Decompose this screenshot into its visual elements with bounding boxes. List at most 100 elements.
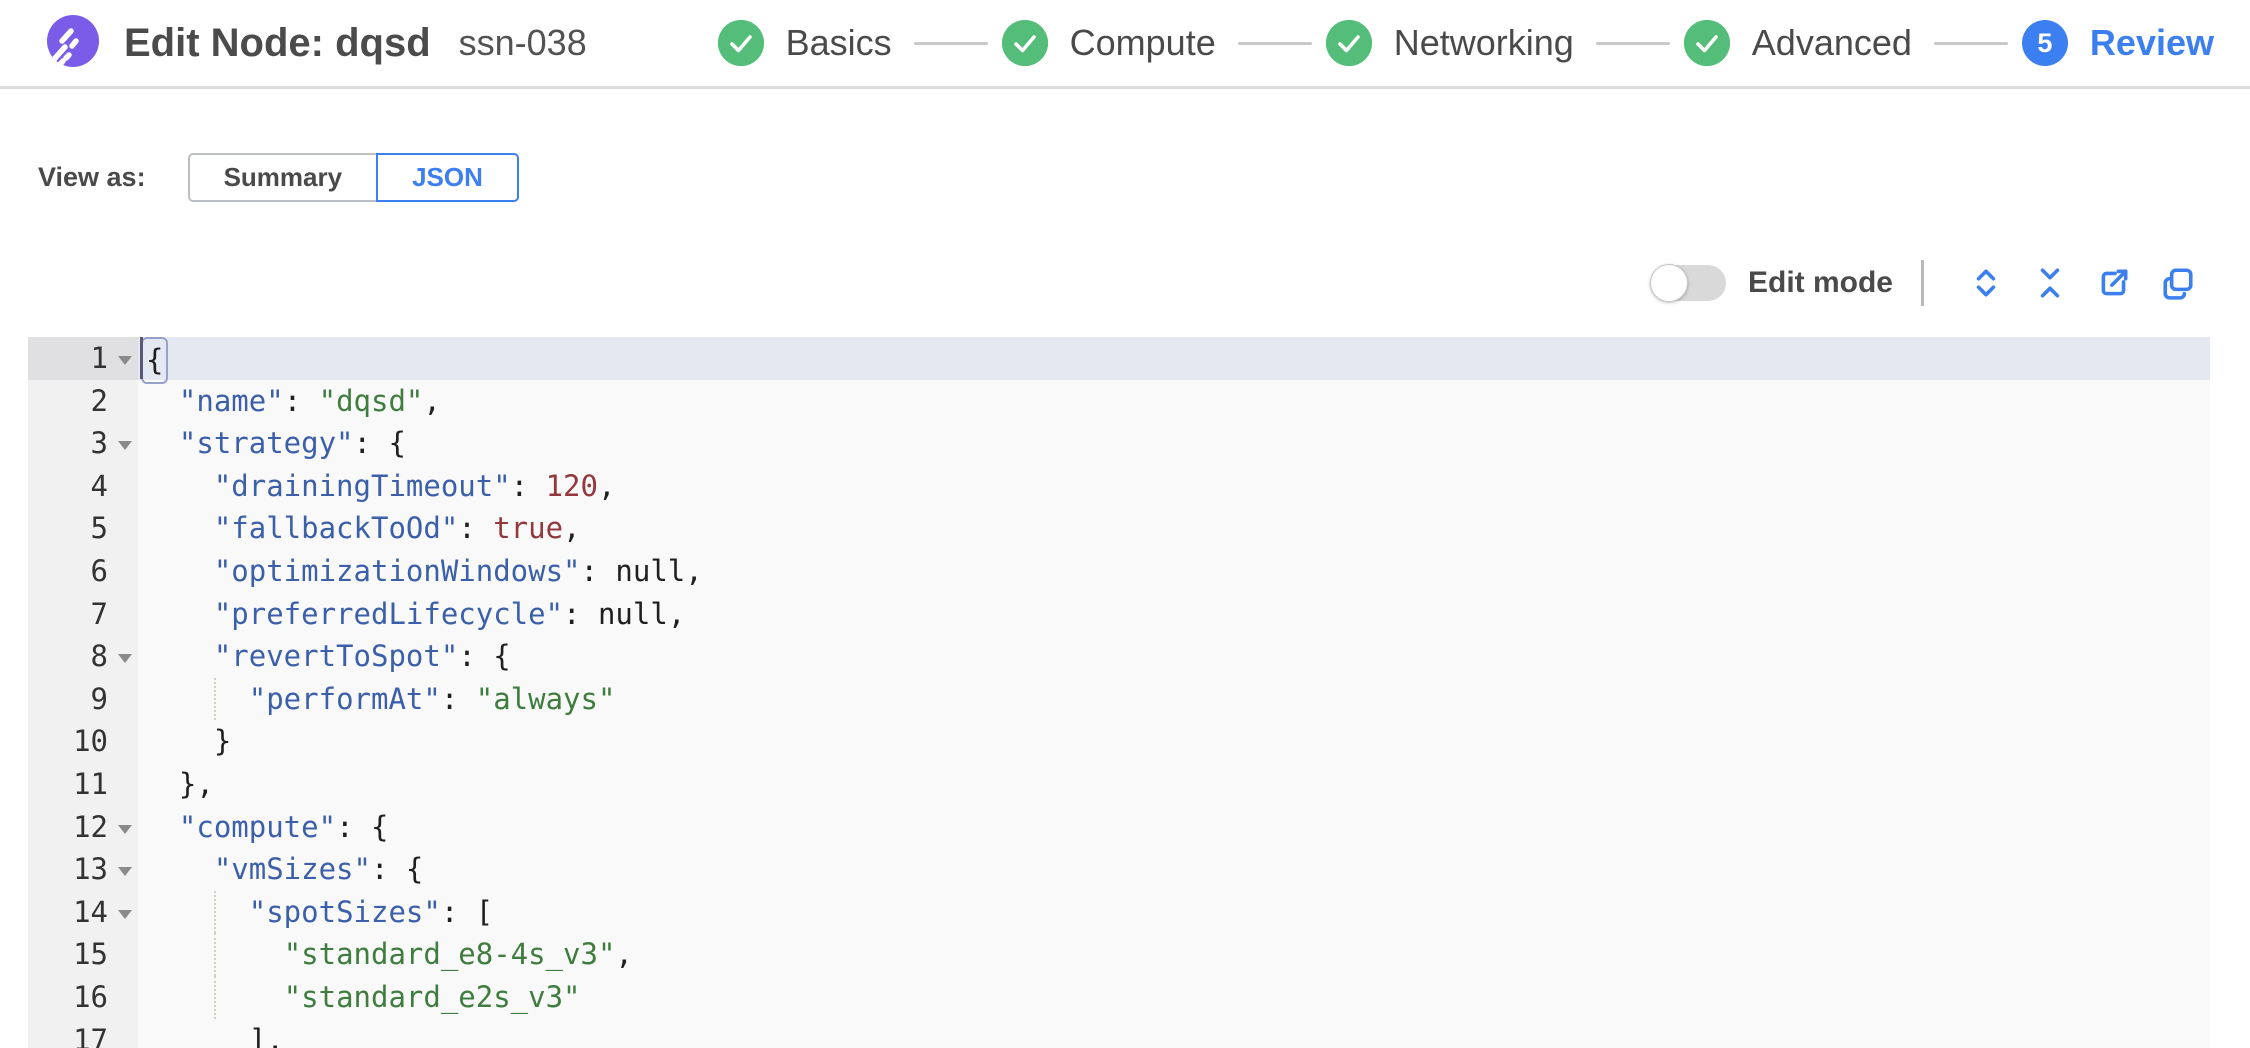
text-cursor	[140, 337, 143, 379]
fold-arrow-icon[interactable]	[118, 356, 132, 365]
stepper: Basics Compute Networking Advanced 5 Review	[717, 20, 2230, 66]
step-number-badge: 5	[2021, 20, 2068, 66]
toggle-knob[interactable]	[1649, 264, 1688, 302]
line-number: 4	[28, 464, 138, 508]
code-line[interactable]: 7 "preferredLifecycle": null,	[28, 592, 2210, 636]
view-as-toggle-group: Summary JSON	[187, 153, 519, 202]
line-number: 1	[28, 337, 138, 380]
fold-arrow-icon[interactable]	[118, 824, 132, 834]
code-text[interactable]: "revertToSpot": {	[213, 639, 511, 674]
code-text[interactable]: "strategy": {	[178, 426, 406, 461]
code-line[interactable]: 9 "performAt": "always"	[28, 677, 2210, 721]
step-label: Advanced	[1751, 22, 1912, 63]
export-icon[interactable]	[2096, 265, 2132, 301]
line-number: 17	[28, 1018, 138, 1048]
step-connector	[913, 41, 988, 45]
code-text[interactable]: "fallbackToOd": true,	[213, 511, 581, 546]
wizard-header: Edit Node: dqsd ssn-038 Basics Compute Net…	[0, 0, 2250, 89]
summary-tab-button[interactable]: Summary	[187, 153, 377, 202]
json-editor[interactable]: 1{2 "name": "dqsd",3 "strategy": {4 "dra…	[28, 337, 2210, 1048]
code-line[interactable]: 13 "vmSizes": {	[28, 848, 2210, 891]
line-number: 12	[28, 805, 138, 849]
copy-icon[interactable]	[2160, 265, 2196, 301]
line-number: 16	[28, 975, 138, 1019]
code-text[interactable]: "spotSizes": [	[138, 890, 2210, 934]
line-number: 14	[28, 890, 138, 934]
code-text[interactable]: "compute": {	[178, 809, 389, 844]
code-line[interactable]: 1{	[28, 337, 2210, 384]
indent-guide	[213, 975, 216, 1019]
step-basics[interactable]: Basics	[717, 20, 892, 66]
code-line[interactable]: 12 "compute": {	[28, 805, 2210, 849]
fold-arrow-icon[interactable]	[118, 441, 132, 451]
collapse-all-icon[interactable]	[2032, 265, 2068, 301]
editor-toolbar: Edit mode	[0, 260, 2210, 306]
code-line[interactable]: 14 "spotSizes": [	[28, 890, 2210, 934]
step-label: Compute	[1069, 22, 1216, 63]
line-number: 11	[28, 762, 138, 806]
code-line[interactable]: 8 "revertToSpot": {	[28, 635, 2210, 678]
line-number: 3	[28, 422, 138, 465]
line-number: 13	[28, 848, 138, 891]
line-number: 7	[28, 592, 138, 636]
line-number: 6	[28, 549, 138, 593]
line-number: 9	[28, 677, 138, 721]
node-id-subtitle: ssn-038	[458, 22, 587, 63]
line-number: 10	[28, 720, 138, 763]
code-text[interactable]: "optimizationWindows": null,	[213, 553, 703, 588]
code-text[interactable]: "standard_e2s_v3"	[138, 975, 2210, 1019]
check-icon	[717, 20, 764, 66]
step-label: Review	[2089, 22, 2214, 63]
view-as-row: View as: Summary JSON	[38, 153, 2250, 202]
check-icon	[1001, 20, 1048, 66]
step-networking[interactable]: Networking	[1325, 20, 1574, 66]
code-text[interactable]: {	[138, 337, 2210, 384]
toolbar-divider	[1921, 260, 1924, 306]
code-text[interactable]: "drainingTimeout": 120,	[213, 468, 616, 503]
code-line[interactable]: 2 "name": "dqsd",	[28, 379, 2210, 423]
code-line[interactable]: 5 "fallbackToOd": true,	[28, 507, 2210, 550]
line-number: 15	[28, 933, 138, 976]
code-text[interactable]: "preferredLifecycle": null,	[213, 596, 686, 631]
step-label: Networking	[1393, 22, 1574, 63]
code-line[interactable]: 4 "drainingTimeout": 120,	[28, 464, 2210, 508]
fold-arrow-icon[interactable]	[118, 909, 132, 919]
code-line[interactable]: 17 ],	[28, 1018, 2210, 1048]
step-connector	[1595, 41, 1670, 45]
view-as-label: View as:	[38, 162, 146, 192]
step-connector	[1933, 41, 2008, 45]
expand-all-icon[interactable]	[1968, 265, 2004, 301]
code-line[interactable]: 6 "optimizationWindows": null,	[28, 549, 2210, 593]
step-advanced[interactable]: Advanced	[1683, 20, 1912, 66]
edit-mode-label: Edit mode	[1747, 266, 1893, 299]
step-label: Basics	[785, 22, 892, 63]
code-text[interactable]: ],	[144, 1022, 284, 1048]
code-text[interactable]: },	[144, 766, 214, 801]
line-number: 8	[28, 635, 138, 678]
spot-logo-icon	[46, 15, 99, 72]
code-line[interactable]: 10 }	[28, 720, 2210, 763]
code-text[interactable]: "name": "dqsd",	[178, 383, 441, 418]
code-text[interactable]: "vmSizes": {	[213, 852, 424, 887]
fold-arrow-icon[interactable]	[118, 867, 132, 877]
indent-guide	[213, 677, 216, 721]
code-text[interactable]: "performAt": "always"	[138, 677, 2210, 721]
step-connector	[1237, 41, 1312, 45]
code-line[interactable]: 3 "strategy": {	[28, 422, 2210, 465]
code-line[interactable]: 16 "standard_e2s_v3"	[28, 975, 2210, 1019]
code-text[interactable]: }	[144, 724, 232, 759]
step-compute[interactable]: Compute	[1001, 20, 1216, 66]
check-icon	[1325, 20, 1372, 66]
json-tab-button[interactable]: JSON	[376, 153, 519, 202]
line-number: 5	[28, 507, 138, 550]
code-line[interactable]: 15 "standard_e8-4s_v3",	[28, 933, 2210, 976]
fold-arrow-icon[interactable]	[118, 654, 132, 664]
edit-mode-toggle[interactable]	[1649, 264, 1726, 302]
line-number: 2	[28, 379, 138, 423]
page-title: Edit Node: dqsd	[124, 20, 431, 65]
check-icon	[1683, 20, 1730, 66]
code-text[interactable]: "standard_e8-4s_v3",	[138, 933, 2210, 976]
code-line[interactable]: 11 },	[28, 762, 2210, 806]
step-review[interactable]: 5 Review	[2021, 20, 2214, 66]
indent-guide	[213, 933, 216, 976]
